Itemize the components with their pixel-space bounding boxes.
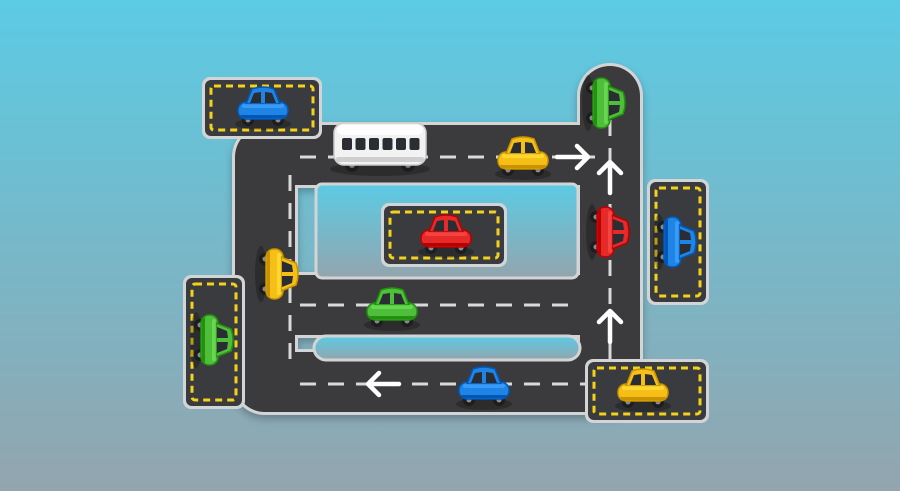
- blue-car-right-parking[interactable]: [653, 214, 697, 270]
- yellow-car-top[interactable]: [495, 136, 551, 180]
- arrow-up-upper-icon: [596, 159, 624, 196]
- red-car-center-parking[interactable]: [418, 214, 474, 258]
- arrow-up-lower-icon: [596, 308, 624, 345]
- blue-car-parking-top-left[interactable]: [235, 86, 291, 130]
- direction-arrows: [365, 143, 624, 398]
- green-car-middle[interactable]: [364, 287, 420, 331]
- white-bus[interactable]: [330, 122, 430, 176]
- red-car-right[interactable]: [586, 204, 630, 260]
- arrow-top-right-icon: [554, 143, 591, 171]
- vehicles: [190, 75, 697, 412]
- parking-spots: [183, 77, 709, 423]
- inner-island-lower: [312, 334, 582, 362]
- blue-car-bottom[interactable]: [456, 366, 512, 410]
- green-car-top-right[interactable]: [582, 75, 626, 131]
- yellow-car-left[interactable]: [255, 246, 299, 302]
- green-car-left-parking[interactable]: [190, 312, 234, 368]
- yellow-car-bottom-right-parking[interactable]: [615, 368, 671, 412]
- arrow-bottom-left-icon: [365, 370, 402, 398]
